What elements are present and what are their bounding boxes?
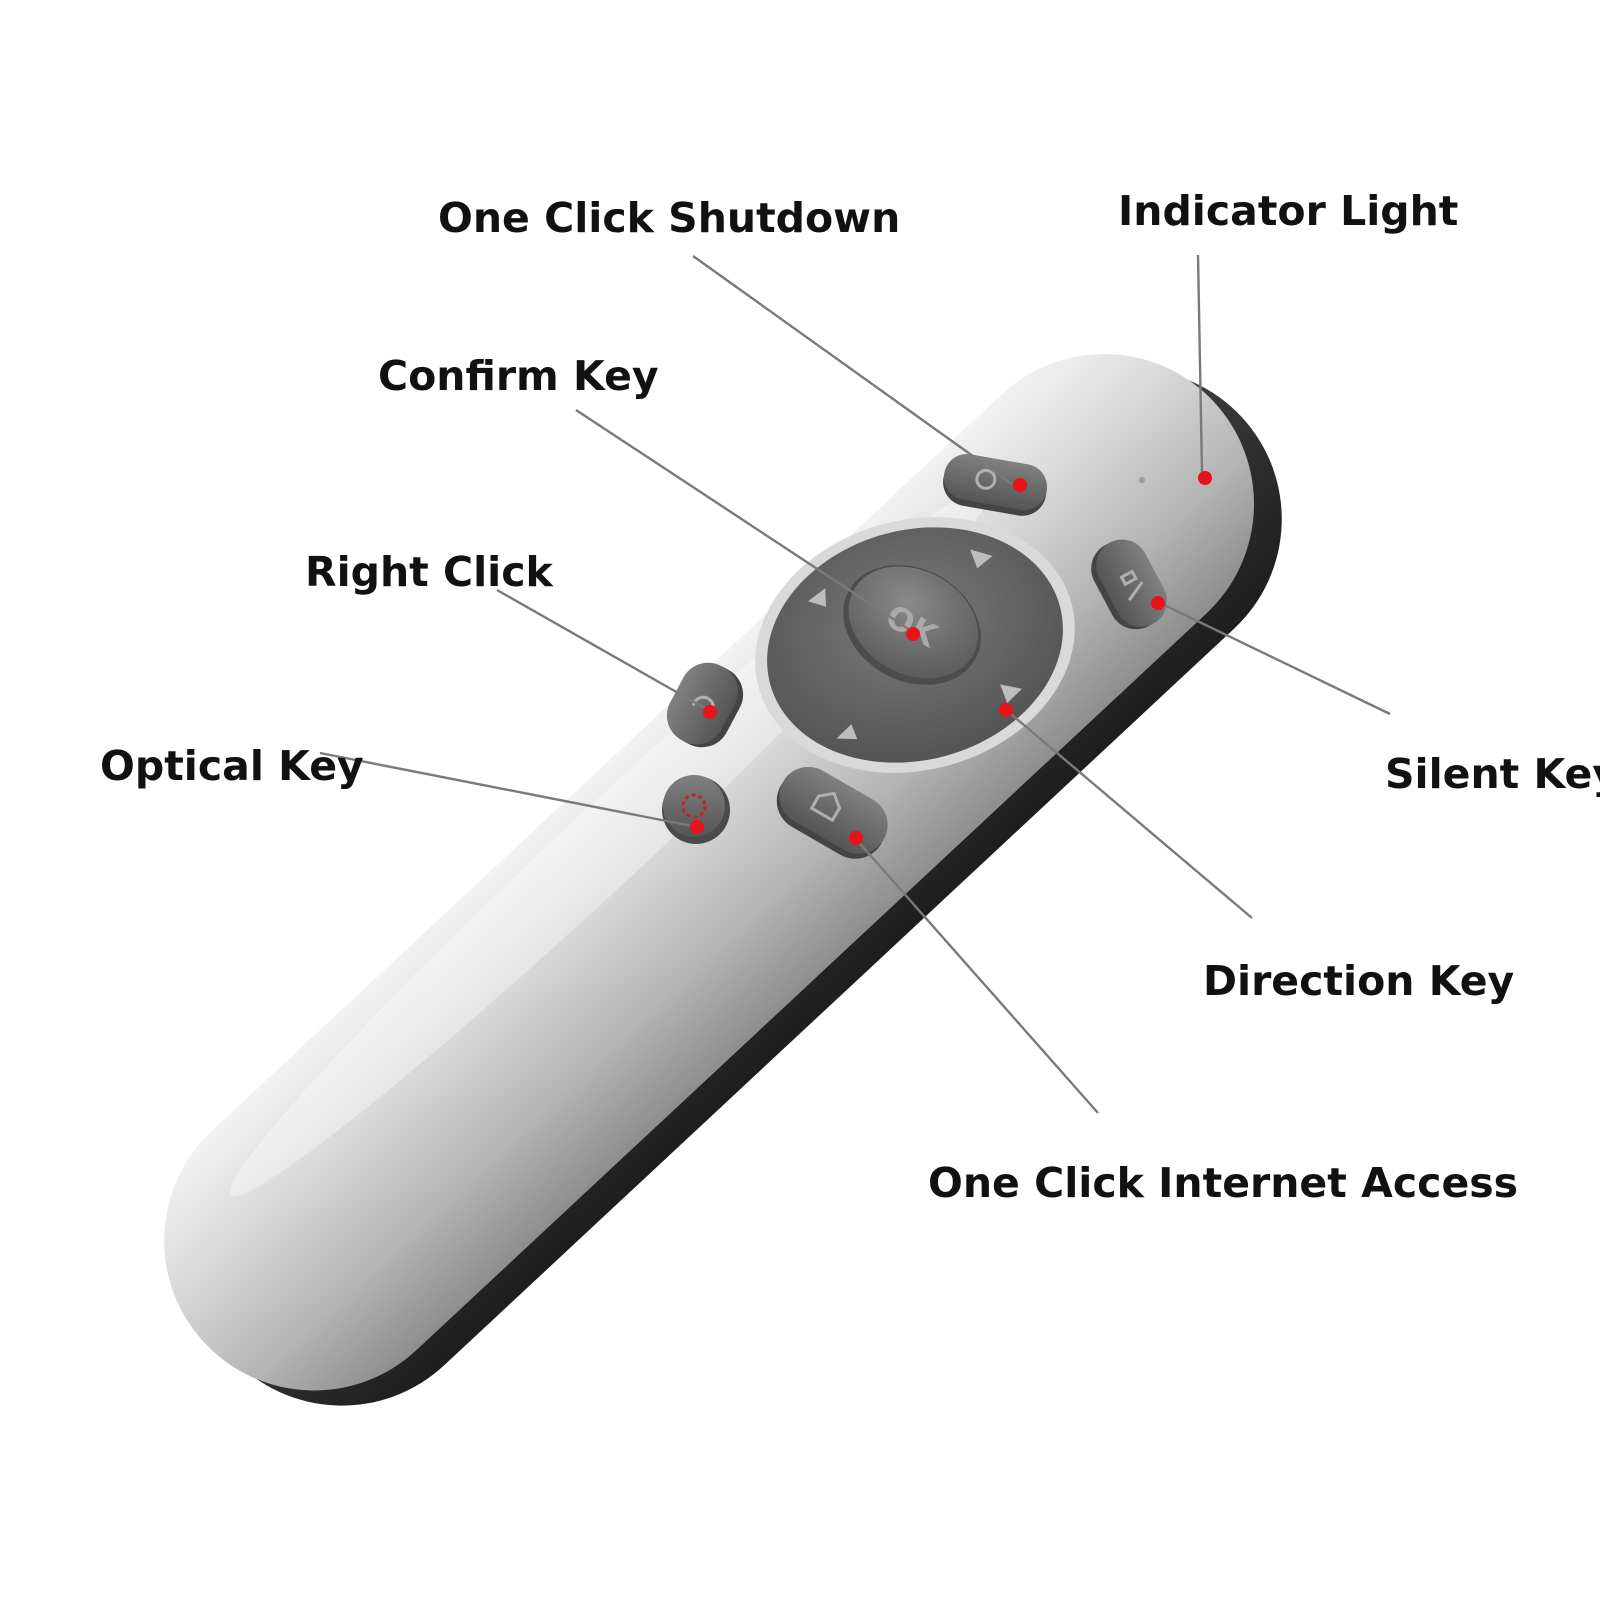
- label-one-click-shutdown: One Click Shutdown: [438, 194, 900, 242]
- label-silent-key: Silent Key: [1385, 750, 1600, 798]
- laser-gear-icon: [681, 793, 707, 819]
- marker-optical-key: [690, 820, 704, 834]
- marker-indicator-light: [1198, 471, 1212, 485]
- arrow-down-icon: [1000, 684, 1022, 704]
- power-icon: [975, 468, 997, 490]
- remote-body-shell: [164, 353, 1254, 1391]
- marker-confirm-key: [906, 627, 920, 641]
- leader-silent-key: [1157, 600, 1391, 716]
- leader-optical-key: [319, 751, 698, 829]
- marker-right-click: [703, 705, 717, 719]
- speaker-mute-icon: [1119, 569, 1144, 602]
- leader-internet-access: [854, 837, 1099, 1114]
- arrow-right-icon: [970, 549, 993, 569]
- ok-button[interactable]: OK: [822, 542, 1002, 708]
- leader-indicator-light: [1196, 254, 1204, 474]
- label-optical-key: Optical Key: [100, 742, 364, 790]
- callout-labels: One Click Shutdown Indicator Light Confi…: [100, 187, 1600, 1207]
- markers: [690, 471, 1212, 845]
- leader-direction-key: [1004, 708, 1253, 919]
- mute-button[interactable]: [1082, 530, 1176, 638]
- home-icon: [809, 791, 842, 823]
- label-one-click-internet-access: One Click Internet Access: [928, 1159, 1518, 1207]
- leader-one-click-shutdown: [692, 255, 1013, 485]
- marker-internet-access: [849, 831, 863, 845]
- arrow-up-icon: [808, 588, 827, 607]
- marker-one-click-shutdown: [1013, 478, 1027, 492]
- marker-silent-key: [1151, 596, 1165, 610]
- label-direction-key: Direction Key: [1203, 957, 1514, 1005]
- indicator-light: [1139, 477, 1145, 483]
- label-indicator-light: Indicator Light: [1118, 187, 1458, 235]
- marker-direction-key: [999, 703, 1013, 717]
- arrow-left-icon: [836, 724, 858, 740]
- remote-body: [164, 353, 1282, 1406]
- leader-right-click: [496, 588, 709, 712]
- power-button[interactable]: [939, 450, 1050, 519]
- optical-button[interactable]: [662, 775, 730, 844]
- label-right-click: Right Click: [305, 548, 555, 596]
- label-confirm-key: Confirm Key: [378, 352, 659, 400]
- leader-confirm-key: [575, 408, 914, 634]
- leader-lines: [319, 254, 1391, 1114]
